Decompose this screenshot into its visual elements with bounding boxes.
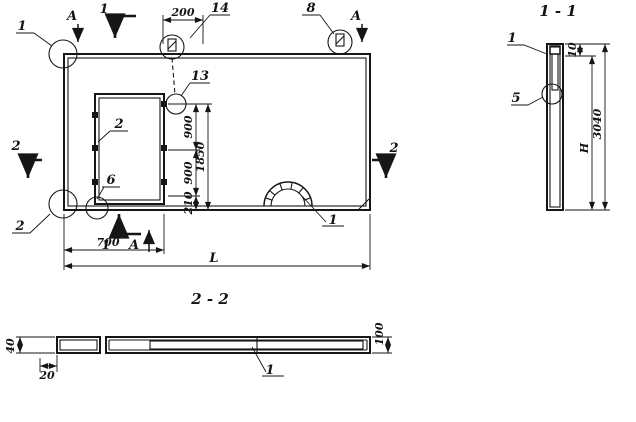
dim-40: 40 — [4, 338, 17, 354]
dimension-lines — [64, 16, 370, 270]
anchor-stem — [551, 53, 559, 91]
leader-lines — [12, 14, 344, 234]
dim-210: 210 — [182, 191, 195, 215]
dim-700: 700 — [97, 236, 120, 249]
cut-label-2-left: 2 — [10, 139, 20, 154]
dim-1850: 1850 — [194, 141, 207, 172]
section-1-1-dimensions — [576, 44, 609, 210]
callout-label-1-arc: 1 — [328, 213, 337, 228]
section-2-2-main-piece — [105, 336, 371, 354]
dim-20: 20 — [38, 369, 55, 382]
vent-arc-detail — [263, 181, 313, 207]
dim-L: L — [208, 251, 218, 266]
section-2-2-left-piece-inner — [59, 339, 98, 351]
panel-outline — [63, 53, 371, 211]
callout-label-1-section22: 1 — [265, 363, 274, 378]
callout-label-2-bottom-left: 2 — [14, 219, 24, 234]
cut-label-2-right: 2 — [388, 141, 398, 156]
callout-label-13: 13 — [191, 69, 209, 84]
view-a-label-top-right: A — [349, 9, 361, 24]
view-a-label-top-left: A — [65, 9, 77, 24]
cut-1-bottom-mark — [108, 214, 141, 239]
callout-circle-corner-bottom-left — [48, 189, 78, 219]
callout-circle-corner-top-left — [48, 39, 78, 69]
callout-circle-5 — [541, 83, 563, 105]
cut-label-1-bottom: 1 — [101, 238, 110, 253]
section-1-1-outline — [546, 43, 564, 211]
hidden-line — [171, 57, 176, 96]
view-a-label-bottom: A — [127, 238, 139, 253]
section-1-1-title: 1 - 1 — [539, 2, 577, 20]
section-2-2-left-piece — [56, 336, 101, 354]
opening-outline — [94, 93, 165, 205]
callout-circle-opening-corner — [85, 196, 109, 220]
dim-10: 10 — [566, 42, 579, 58]
callout-label-2-opening: 2 — [113, 117, 123, 132]
section-2-2-extensions — [16, 336, 392, 372]
cut-2-right-mark — [372, 153, 397, 178]
cut-label-1-top: 1 — [99, 2, 108, 17]
embed-plates — [92, 101, 167, 185]
panel-outline-inner — [67, 57, 367, 207]
section-cut-marks — [17, 13, 397, 252]
section-1-1: 1 - 1 1 5 10 H 3040 — [507, 2, 610, 211]
cut-1-top-mark — [104, 13, 136, 38]
section-2-2: 2 - 2 1 40 20 — [4, 290, 392, 382]
section-2-2-dimensions — [16, 337, 392, 370]
panel-corner-chamfer — [358, 198, 370, 210]
section-2-2-main-inner — [108, 337, 368, 353]
section-1-1-leaders — [507, 44, 548, 106]
callout-label-5: 5 — [511, 91, 520, 106]
opening-outline-inner — [98, 97, 161, 201]
dim-200: 200 — [171, 6, 195, 19]
cut-2-left-mark — [17, 153, 42, 178]
section-1-1-outline-inner — [549, 46, 561, 208]
section-2-2-leaders — [251, 346, 284, 377]
callout-label-8: 8 — [306, 1, 315, 16]
dim-100: 100 — [373, 322, 386, 345]
callout-label-14: 14 — [211, 1, 229, 16]
callout-label-1-section: 1 — [507, 31, 516, 46]
plan-view: 1 A 1 200 14 8 A 2 2 2 2 13 6 900 900 21… — [10, 1, 399, 270]
dim-H: H — [578, 142, 591, 154]
callout-circles — [48, 29, 353, 220]
callout-label-6: 6 — [106, 173, 115, 188]
section-2-2-title: 2 - 2 — [190, 290, 229, 308]
dim-3040: 3040 — [591, 108, 604, 139]
callout-label-1-top-left: 1 — [17, 19, 26, 34]
lifting-loop-details — [167, 33, 345, 52]
dim-900-lower: 900 — [182, 161, 195, 184]
dim-900-upper: 900 — [182, 115, 195, 138]
callout-circle-loop-8 — [327, 29, 353, 55]
